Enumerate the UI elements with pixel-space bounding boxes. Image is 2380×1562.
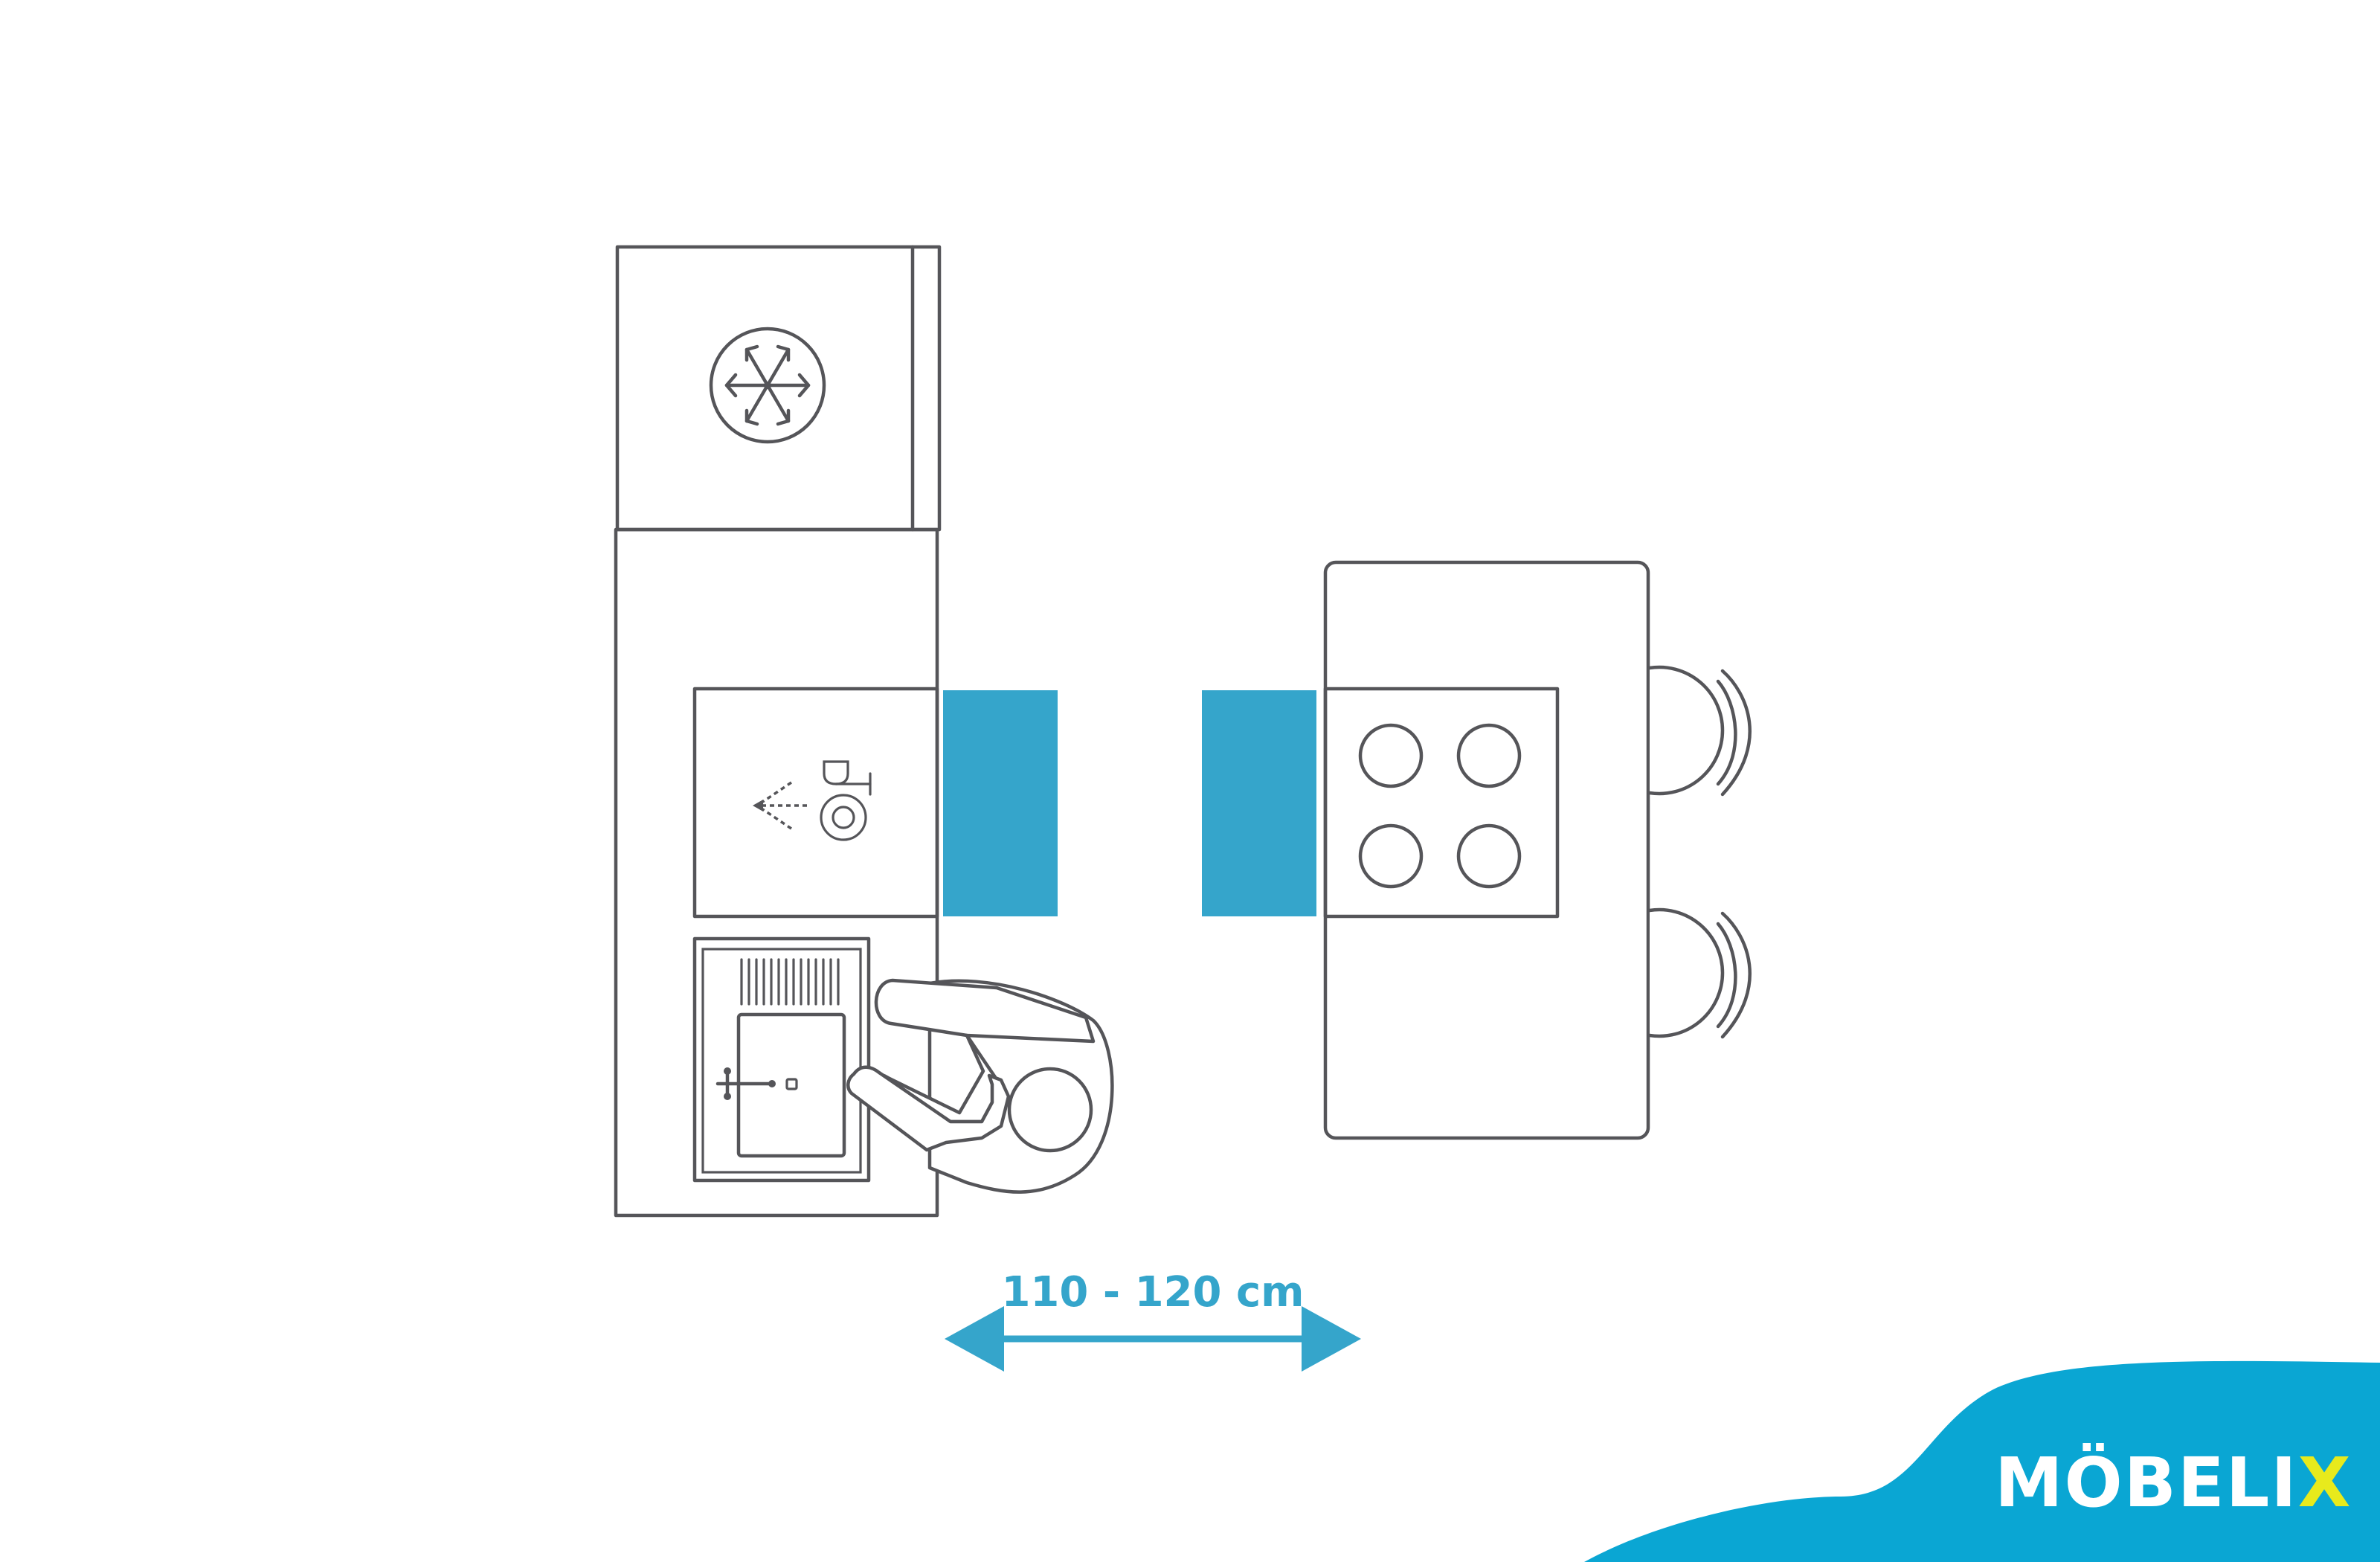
clearance-zone-island: [1202, 690, 1316, 916]
dimension-label: 110 - 120 cm: [1001, 1268, 1304, 1317]
dishwasher-icon: [753, 760, 872, 841]
person-icon: [846, 978, 1114, 1194]
brand-wave: [1584, 1360, 2380, 1562]
brand-logo: MÖBELIX: [1995, 1442, 2352, 1523]
drainboard-grooves: [740, 958, 840, 1006]
fridge: [615, 245, 942, 532]
chair-icon: [1647, 907, 1752, 1039]
chair-icon: [1647, 665, 1752, 797]
clearance-zone-counter: [943, 690, 1058, 916]
snowflake-icon: [709, 327, 826, 444]
dishwasher: [692, 687, 939, 919]
double-arrow-icon: [945, 1306, 1361, 1372]
sink: [692, 936, 871, 1183]
cooktop-icon: [1323, 687, 1560, 919]
kitchen-island: [1323, 560, 1650, 1140]
sink-icon: [715, 1067, 798, 1100]
brand-logo-main: MÖBELI: [1995, 1442, 2298, 1523]
brand-logo-accent: X: [2298, 1443, 2352, 1523]
